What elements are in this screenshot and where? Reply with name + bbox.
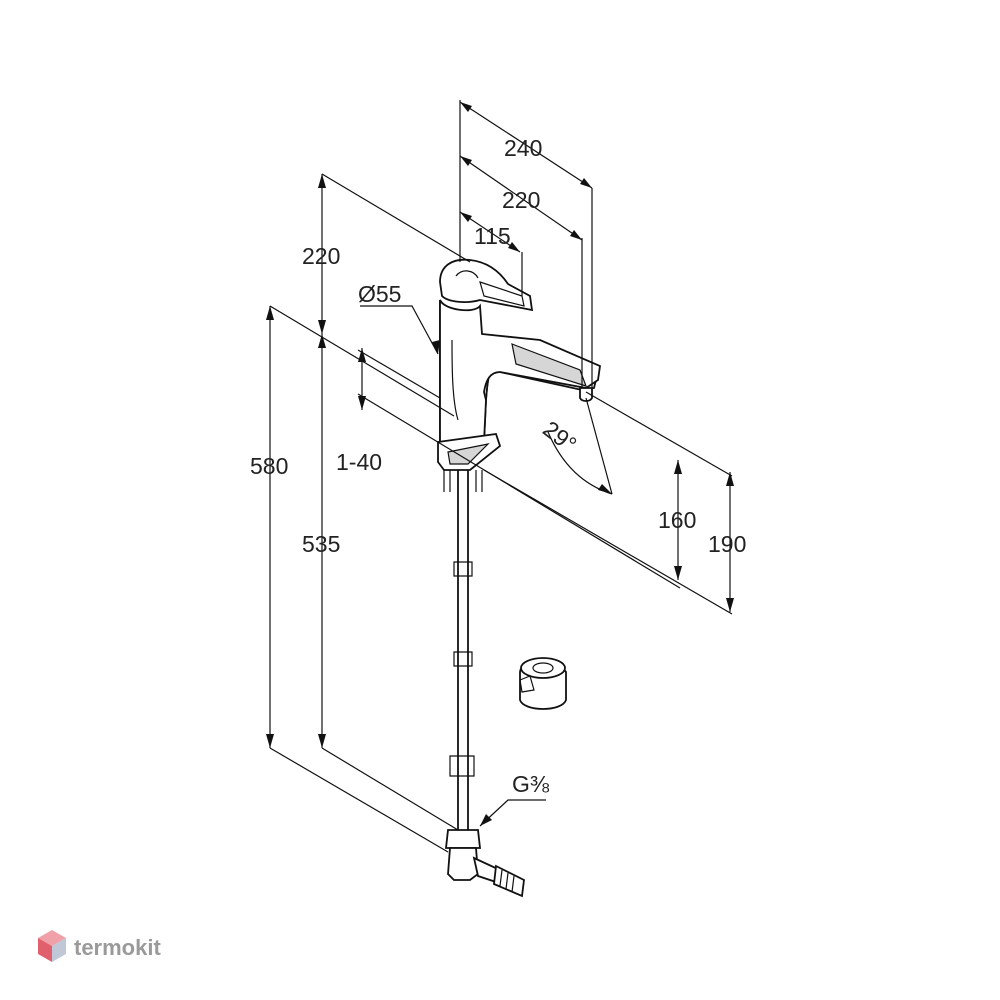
dimension-535: 535	[302, 531, 340, 557]
faucet-illustration	[437, 258, 601, 898]
dimension-diameter-55: Ø55	[358, 281, 401, 307]
dimension-arrowheads	[266, 102, 734, 826]
dimension-1-40: 1-40	[336, 449, 382, 475]
dimension-lines	[269, 100, 733, 853]
dimension-220-left: 220	[302, 243, 340, 269]
dimension-190: 190	[708, 531, 746, 557]
dimension-240: 240	[504, 135, 542, 161]
dimension-580: 580	[250, 453, 288, 479]
dimension-angle-29: 29°	[538, 416, 581, 458]
watermark-logo	[38, 930, 66, 962]
dimension-115: 115	[474, 223, 511, 249]
watermark-brand: termokit	[74, 935, 161, 960]
dimension-160: 160	[658, 507, 696, 533]
dimension-220-top: 220	[502, 187, 540, 213]
thread-size-label: G⅜	[512, 771, 550, 797]
